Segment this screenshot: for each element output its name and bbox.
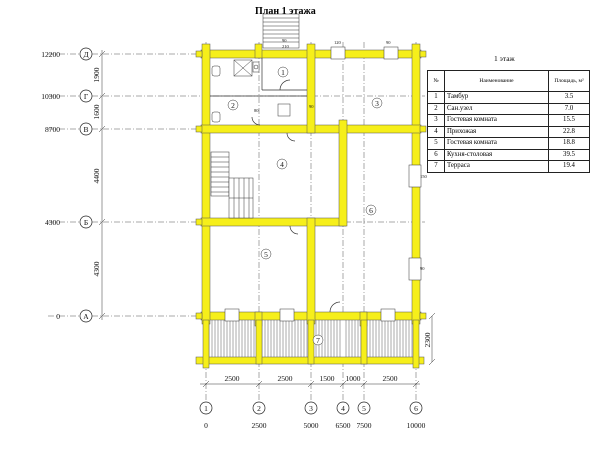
axis-marker-col: 5: [362, 404, 366, 413]
axis-marker-row: Г: [84, 92, 89, 101]
axis-marker-col: 2: [257, 404, 261, 413]
legend-name: Гостевая комната: [444, 137, 549, 150]
walls: [195, 43, 427, 369]
col-spacing: 2500: [383, 374, 398, 383]
row-spacing: 1600: [92, 104, 101, 119]
legend-num: 5: [427, 137, 445, 150]
col-coordinate: 2500: [252, 421, 267, 430]
legend-header-area: Площадь, м²: [548, 70, 590, 92]
legend-area: 3.5: [548, 91, 590, 104]
window-label: 120: [334, 40, 342, 45]
room-number: 3: [375, 99, 379, 108]
room-number: 6: [369, 206, 373, 215]
legend-name: Терраса: [444, 160, 549, 173]
legend-name: Прихожая: [444, 125, 549, 138]
entrance-stair: [262, 13, 300, 49]
legend-num: 2: [427, 102, 445, 115]
legend-area: 39.5: [548, 148, 590, 161]
legend-row: 6 Кухня-столовая 39.5: [427, 148, 590, 161]
row-elevation: 0: [56, 312, 60, 321]
axis-marker-row: Д: [83, 50, 88, 59]
axis-marker-col: 4: [341, 404, 345, 413]
legend-name: Сан.узел: [444, 102, 549, 115]
legend-row: 7 Терраса 19.4: [427, 160, 590, 173]
legend-name: Кухня-столовая: [444, 148, 549, 161]
row-elevation: 8700: [45, 125, 60, 134]
window-label: 150: [420, 174, 428, 179]
legend-area: 22.8: [548, 125, 590, 138]
door-label: 90: [282, 38, 287, 43]
col-coordinate: 10000: [407, 421, 426, 430]
windows: [224, 46, 422, 322]
legend-num: 1: [427, 91, 445, 104]
legend-row: 5 Гостевая комната 18.8: [427, 137, 590, 150]
col-spacing: 1000: [346, 374, 361, 383]
row-spacing: 1900: [92, 67, 101, 82]
door-label: 80: [254, 108, 259, 113]
terrace-dimension: [428, 312, 436, 366]
legend-num: 3: [427, 114, 445, 127]
legend-num: 7: [427, 160, 445, 173]
col-spacing: 2500: [225, 374, 240, 383]
row-elevation: 12200: [41, 50, 60, 59]
room-markers: 1 2 3 4 5 6 7: [227, 66, 383, 346]
opening-labels: 120 90 150 90 90 210 80 90: [254, 38, 428, 271]
col-spacing: 2500: [278, 374, 293, 383]
room-number: 1: [281, 68, 285, 77]
door-label: 210: [282, 44, 290, 49]
legend-title: 1 этаж: [494, 54, 515, 63]
column-axis-markers: 1 2 3 4 5 6 0 2500 5000 6500 7500 10000: [199, 401, 426, 430]
legend-name: Тамбур: [444, 91, 549, 104]
col-coordinate: 6500: [336, 421, 351, 430]
plan-title: План 1 этажа: [255, 6, 316, 17]
interior-stair: [210, 151, 254, 219]
axis-marker-row: В: [83, 125, 88, 134]
legend-name: Гостевая комната: [444, 114, 549, 127]
legend-row: 1 Тамбур 3.5: [427, 91, 590, 104]
window-label: 90: [386, 40, 391, 45]
door-label: 90: [309, 104, 314, 109]
row-spacing: 4300: [92, 261, 101, 276]
room-legend-table: № Наименование Площадь, м² 1 Тамбур 3.5 …: [427, 70, 590, 173]
row-elevation: 10300: [41, 92, 60, 101]
legend-header-num: №: [427, 70, 445, 92]
legend-num: 4: [427, 125, 445, 138]
axis-marker-row: А: [83, 312, 89, 321]
bottom-dimension-line: [200, 380, 420, 388]
legend-area: 15.5: [548, 114, 590, 127]
legend-area: 7.0: [548, 102, 590, 115]
col-coordinate: 7500: [357, 421, 372, 430]
window-label: 90: [420, 266, 425, 271]
legend-header-name: Наименование: [444, 70, 549, 92]
legend-area: 18.8: [548, 137, 590, 150]
legend-num: 6: [427, 148, 445, 161]
terrace-depth: 2300: [423, 332, 432, 347]
col-coordinate: 0: [204, 421, 208, 430]
room-number: 2: [231, 101, 235, 110]
axis-marker-col: 1: [204, 404, 208, 413]
room-number: 7: [316, 336, 320, 345]
col-coordinate: 5000: [304, 421, 319, 430]
row-elevation: 4300: [45, 218, 60, 227]
room-number: 5: [264, 250, 268, 259]
legend-row: 3 Гостевая комната 15.5: [427, 114, 590, 127]
col-spacing: 1500: [320, 374, 335, 383]
left-dimension-line: [98, 50, 106, 320]
axis-marker-row: Б: [84, 218, 88, 227]
room-number: 4: [280, 160, 284, 169]
legend-area: 19.4: [548, 160, 590, 173]
row-axis-markers: Д Г В Б А 12200 10300 8700 4300 0: [41, 47, 93, 323]
legend-header-row: № Наименование Площадь, м²: [427, 70, 590, 92]
axis-marker-col: 6: [414, 404, 418, 413]
partitions: [210, 58, 341, 313]
axis-marker-col: 3: [309, 404, 313, 413]
legend-row: 4 Прихожая 22.8: [427, 125, 590, 138]
row-spacing: 4400: [92, 168, 101, 183]
legend-row: 2 Сан.узел 7.0: [427, 102, 590, 115]
bathroom-fixtures: [211, 59, 260, 123]
